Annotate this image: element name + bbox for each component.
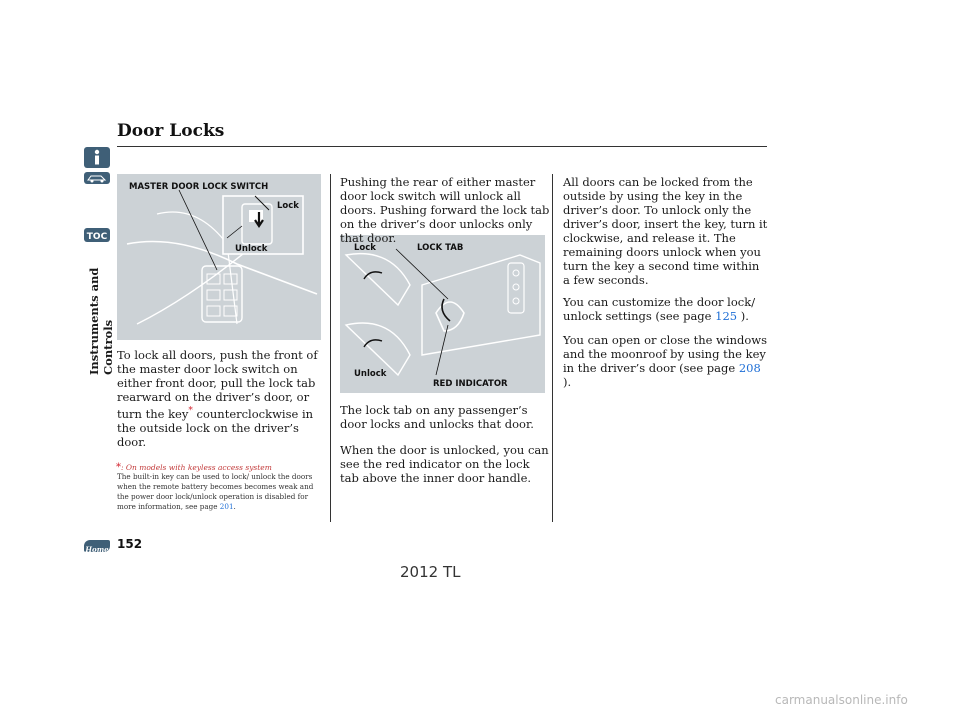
col3-paragraph-3: You can open or close the windows and th… [563,333,768,389]
footnote-body: The built-in key can be used to lock/ un… [117,472,314,511]
lock-tab-illustration [344,248,541,377]
lock-tab-label: LOCK TAB [417,243,464,253]
info-icon[interactable] [84,147,110,168]
watermark: carmanualsonline.info [775,693,908,707]
col2-paragraph-2: The lock tab on any passenger’s door loc… [340,403,534,431]
footnote-heading: *: On models with keyless access system [116,462,272,473]
unlock-label: Unlock [235,244,268,254]
lock-label: Lock [277,201,299,211]
asterisk-icon: * [116,462,121,473]
lock-tab-figure: Lock LOCK TAB Unlock RED INDICATOR [340,235,545,393]
column-divider [552,174,553,522]
chapter-label: Instruments and Controls [87,267,115,375]
footnote-marker: * [188,406,193,416]
col3-paragraph-1: All doors can be locked from the outside… [563,175,768,287]
home-button[interactable]: Home [84,540,110,554]
lock-label: Lock [354,243,376,253]
svg-text:TOC: TOC [87,232,108,242]
col3-paragraph-2: You can customize the door lock/ unlock … [563,295,756,323]
master-door-lock-switch-figure: MASTER DOOR LOCK SWITCH Lock Unlock [117,174,321,340]
col2-paragraph-1: Pushing the rear of either master door l… [340,175,550,245]
page-link-125[interactable]: 125 [715,309,738,323]
column-divider [330,174,331,522]
model-label: 2012 TL [400,563,461,581]
page-number: 152 [117,537,143,551]
toc-button[interactable]: TOC [84,228,110,242]
page-title: Door Locks [117,121,225,141]
title-divider [117,146,767,147]
page-link-201[interactable]: 201 [219,502,234,511]
door-switch-illustration [126,189,318,325]
page-link-208[interactable]: 208 [738,361,761,375]
red-indicator-label: RED INDICATOR [433,379,508,389]
col2-paragraph-3: When the door is unlocked, you can see t… [340,443,549,485]
figure-caption: MASTER DOOR LOCK SWITCH [129,182,269,192]
col1-paragraph: To lock all doors, push the front of the… [117,348,318,449]
car-icon[interactable] [84,172,110,184]
unlock-label: Unlock [354,369,387,379]
svg-text:Home: Home [84,545,109,554]
